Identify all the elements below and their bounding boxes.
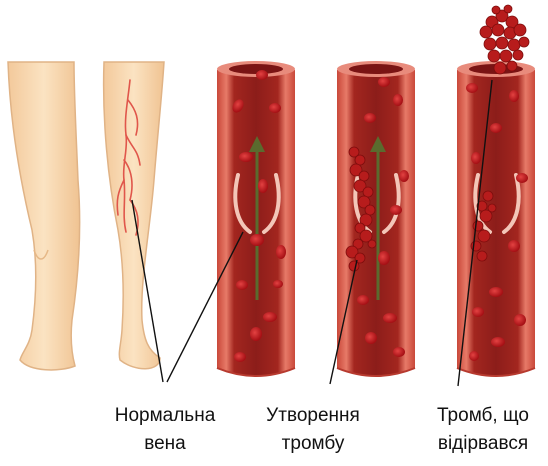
vessel-normal xyxy=(217,61,295,376)
pointer-lines xyxy=(132,80,492,386)
affected-leg xyxy=(104,62,164,369)
label-normal-vein: Нормальна вена xyxy=(94,402,236,458)
label-clot-forming: Утворення тромбу xyxy=(248,402,378,458)
healthy-leg xyxy=(8,62,80,370)
vessel-clot-detached xyxy=(457,5,535,376)
vessel-clot-forming xyxy=(337,61,415,376)
label-clot-detached: Тромб, що відірвався xyxy=(420,402,546,458)
